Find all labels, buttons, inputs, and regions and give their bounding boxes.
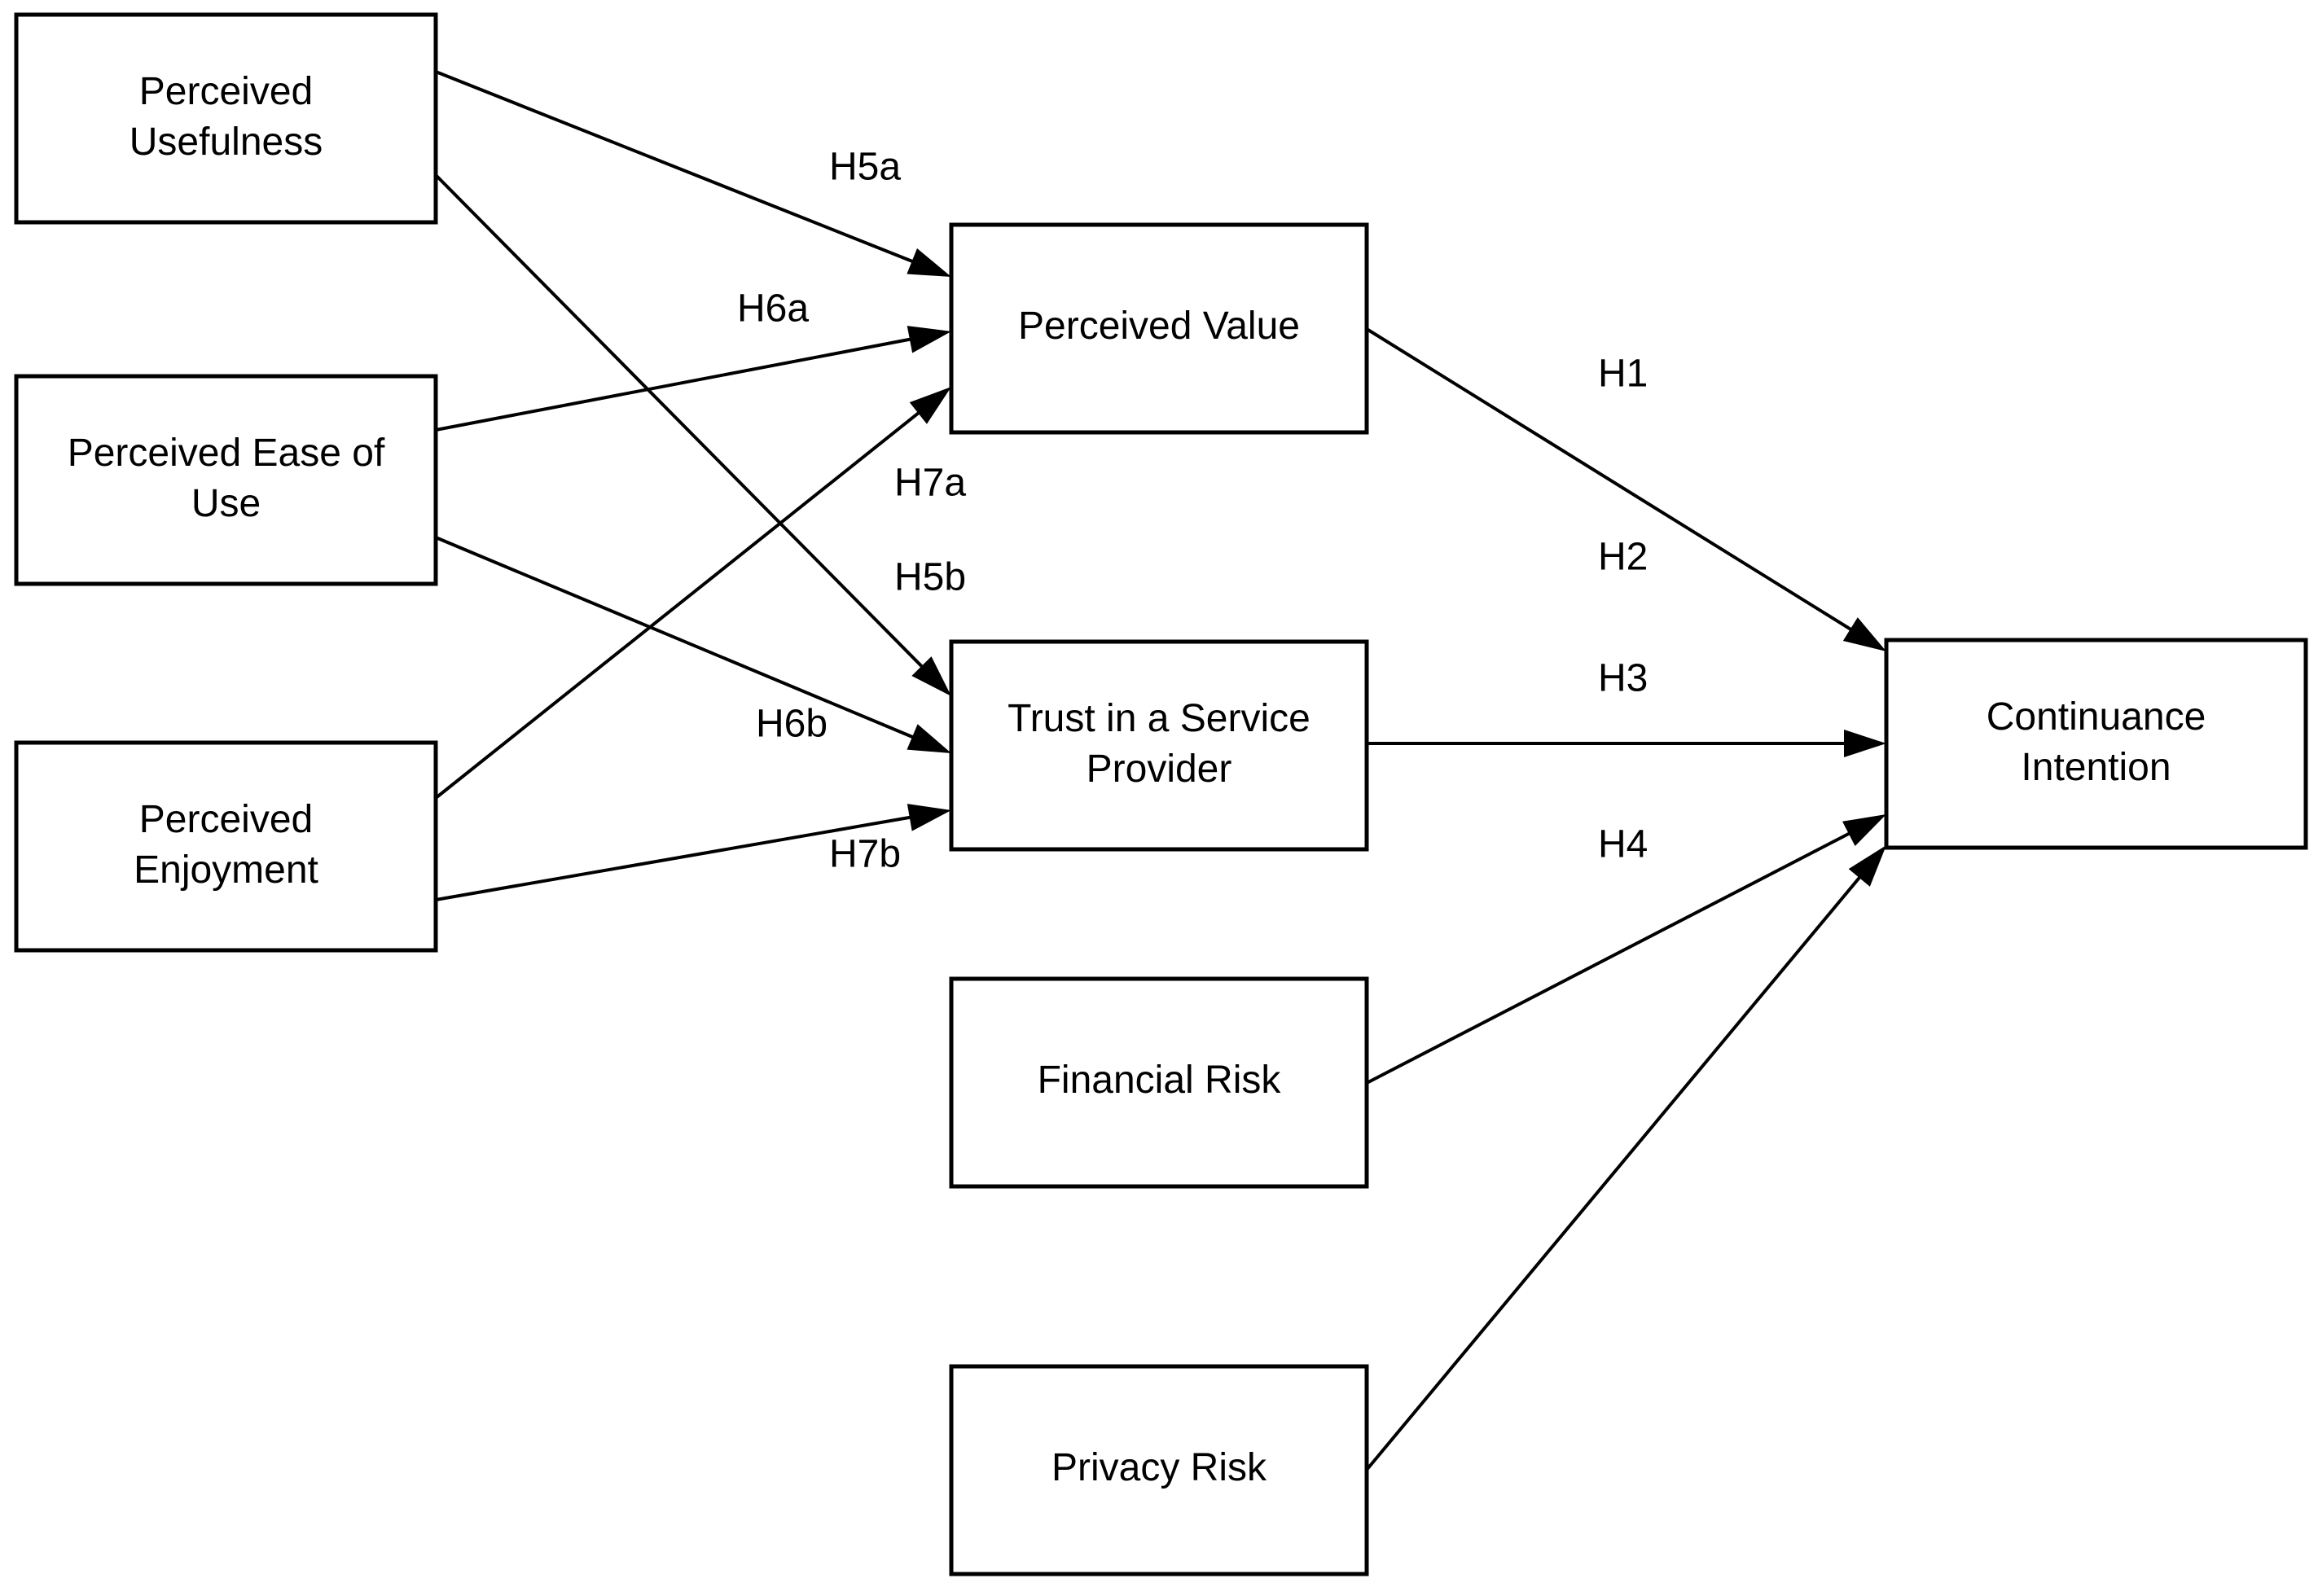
edge-h3 xyxy=(1366,814,1886,1085)
edge-line-h7b xyxy=(435,814,915,901)
edge-line-h6b xyxy=(435,536,918,741)
arrow-head-h6a xyxy=(907,326,951,353)
node-box-peou[interactable] xyxy=(14,374,438,586)
edge-h4 xyxy=(1365,845,1886,1471)
edge-label-h5a: H5a xyxy=(829,146,901,189)
edge-h5a xyxy=(435,70,951,277)
node-label-tsp-line2: Provider xyxy=(1087,748,1232,791)
node-box-pr[interactable] xyxy=(949,1364,1369,1576)
node-pv[interactable]: Perceived Value xyxy=(949,222,1369,435)
edge-line-h3 xyxy=(1366,830,1855,1085)
node-box-ci[interactable] xyxy=(1884,638,2308,850)
edge-line-h4 xyxy=(1365,873,1864,1471)
edge-h7b xyxy=(435,804,951,901)
arrow-head-h6b xyxy=(907,724,951,753)
edges-layer xyxy=(434,70,1886,1471)
arrow-head-h7a xyxy=(909,387,951,424)
node-box-pv[interactable] xyxy=(949,222,1369,435)
edge-label-h6b: H6b xyxy=(756,703,828,746)
edge-label-h4: H4 xyxy=(1598,823,1648,866)
node-box-tsp[interactable] xyxy=(949,639,1369,852)
node-box-pu[interactable] xyxy=(14,12,438,225)
arrow-head-h7b xyxy=(907,804,951,831)
edge-line-h6a xyxy=(435,336,915,432)
edge-label-h3: H3 xyxy=(1598,657,1648,700)
node-label-ci: Continuance xyxy=(1987,695,2206,739)
node-peou[interactable]: Perceived Ease of Use xyxy=(14,374,438,586)
edge-line-h7a xyxy=(434,409,924,800)
node-label-tsp: Trust in a Service xyxy=(1008,697,1310,740)
node-label-pu: Perceived xyxy=(139,70,313,113)
node-pr[interactable]: Privacy Risk xyxy=(949,1364,1369,1576)
node-label-peou-line2: Use xyxy=(191,482,261,525)
node-label-pe-line2: Enjoyment xyxy=(134,848,318,892)
edge-line-h1 xyxy=(1365,327,1855,634)
node-label-peou: Perceived Ease of xyxy=(68,432,385,475)
node-label-pr: Privacy Risk xyxy=(1051,1446,1267,1489)
node-fr[interactable]: Financial Risk xyxy=(949,976,1369,1189)
edge-label-h7a: H7a xyxy=(894,462,966,505)
node-box-pe[interactable] xyxy=(14,740,438,953)
edge-h7a xyxy=(434,387,951,800)
node-label-ci-line2: Intention xyxy=(2021,746,2171,789)
edge-line-h5b xyxy=(434,173,927,671)
edge-h6a xyxy=(435,326,951,432)
arrow-head-h4 xyxy=(1848,845,1886,887)
node-label-fr: Financial Risk xyxy=(1038,1059,1282,1102)
arrow-head-h3 xyxy=(1842,814,1886,846)
arrow-head-h2 xyxy=(1844,730,1886,757)
edge-h6b xyxy=(435,536,951,753)
edge-label-h6a: H6a xyxy=(737,287,809,331)
node-label-pu-line2: Usefulness xyxy=(130,121,323,164)
edge-line-h5a xyxy=(435,70,918,265)
edge-h1 xyxy=(1365,327,1886,651)
edge-label-h7b: H7b xyxy=(829,833,901,876)
edge-label-h2: H2 xyxy=(1598,536,1648,579)
edge-label-h5b: H5b xyxy=(894,556,966,599)
edge-h5b xyxy=(434,173,951,696)
node-box-fr[interactable] xyxy=(949,976,1369,1189)
arrow-head-h5a xyxy=(907,248,951,277)
edge-h2 xyxy=(1367,730,1886,757)
arrow-head-h5b xyxy=(911,656,951,696)
node-label-pv: Perceived Value xyxy=(1018,305,1300,348)
edge-label-h1: H1 xyxy=(1598,353,1648,396)
node-label-pe: Perceived xyxy=(139,798,313,841)
arrow-head-h1 xyxy=(1842,617,1886,651)
